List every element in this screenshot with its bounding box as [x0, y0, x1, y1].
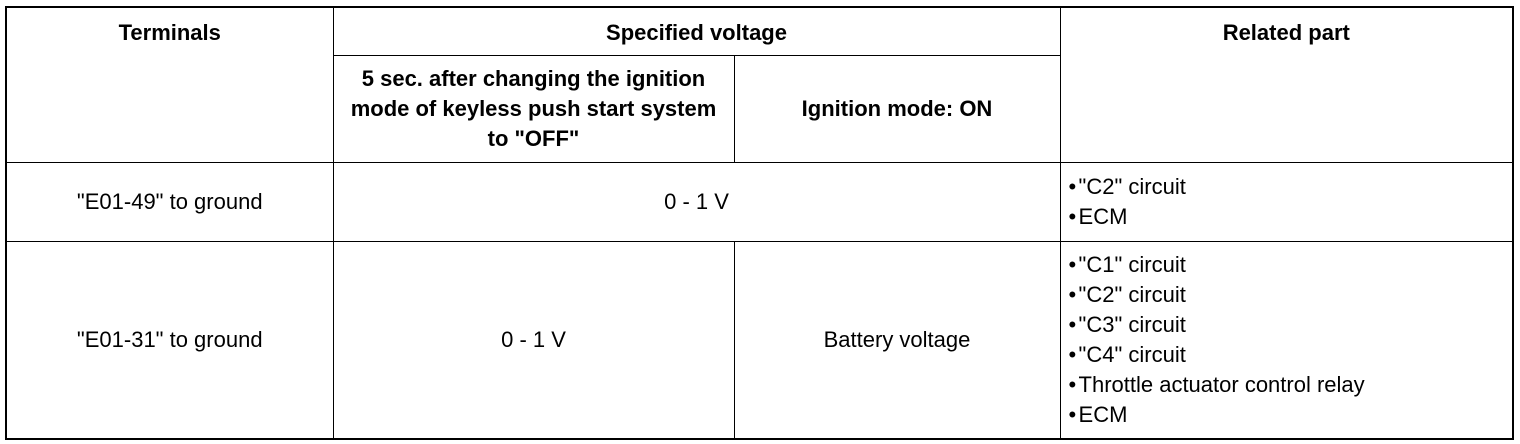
header-specified-voltage: Specified voltage	[332, 6, 1061, 56]
list-item: •Throttle actuator control relay	[1069, 370, 1507, 400]
bullet-icon: •	[1068, 203, 1077, 229]
bullet-icon: •	[1068, 371, 1077, 397]
bullet-icon: •	[1068, 401, 1077, 427]
related-part-cell: •"C2" circuit •ECM	[1059, 161, 1514, 242]
header-condition-off: 5 sec. after changing the ignition mode …	[332, 54, 735, 163]
list-item: •ECM	[1069, 400, 1507, 430]
voltage-cell: 0 - 1 V	[332, 161, 1061, 242]
bullet-icon: •	[1068, 251, 1077, 277]
bullet-icon: •	[1068, 341, 1077, 367]
header-condition-on: Ignition mode: ON	[733, 54, 1061, 163]
list-item: •"C1" circuit	[1069, 250, 1507, 280]
voltage-off-cell: 0 - 1 V	[332, 240, 735, 440]
bullet-icon: •	[1068, 311, 1077, 337]
bullet-icon: •	[1068, 173, 1077, 199]
list-item: •"C4" circuit	[1069, 340, 1507, 370]
list-item: •"C3" circuit	[1069, 310, 1507, 340]
specification-table: Terminals Specified voltage Related part…	[5, 6, 1515, 440]
list-item: •ECM	[1069, 202, 1507, 232]
terminal-cell: "E01-31" to ground	[5, 240, 334, 440]
table-row: "E01-31" to ground 0 - 1 V Battery volta…	[5, 240, 1514, 440]
header-related-part: Related part	[1059, 6, 1514, 163]
voltage-on-cell: Battery voltage	[733, 240, 1061, 440]
terminal-cell: "E01-49" to ground	[5, 161, 334, 242]
list-item: •"C2" circuit	[1069, 172, 1507, 202]
header-terminals: Terminals	[5, 6, 334, 163]
related-part-cell: •"C1" circuit •"C2" circuit •"C3" circui…	[1059, 240, 1514, 440]
bullet-icon: •	[1068, 281, 1077, 307]
table-row: "E01-49" to ground 0 - 1 V •"C2" circuit…	[5, 161, 1514, 242]
list-item: •"C2" circuit	[1069, 280, 1507, 310]
